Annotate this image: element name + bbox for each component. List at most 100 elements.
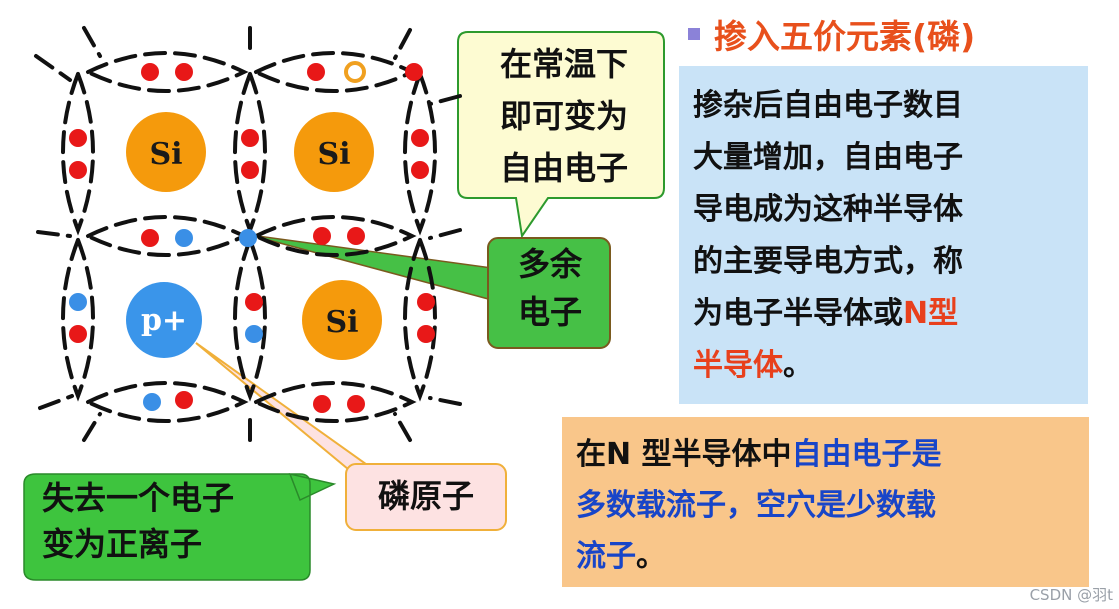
n-type-highlight: N型 — [903, 296, 959, 331]
bond-edge-10 — [393, 412, 412, 442]
info-box-blue: 掺杂后自由电子数目 大量增加，自由电子 导电成为这种半导体 的主要导电方式，称 … — [679, 66, 1088, 404]
electron-free-16 — [69, 293, 87, 311]
electron-18 — [245, 293, 263, 311]
atom-phosphorus-label: p+ — [141, 303, 187, 338]
electron-23 — [175, 391, 193, 409]
electron-14 — [313, 227, 331, 245]
bond-edge-1 — [82, 26, 102, 58]
electron-dots — [69, 61, 435, 413]
info-blue-line-6-suffix: 。 — [783, 348, 813, 383]
electron-15 — [347, 227, 365, 245]
electron-24 — [313, 395, 331, 413]
callout-lose-electron-line-2: 变为正离子 — [42, 525, 203, 563]
bond-edge-5 — [36, 230, 72, 238]
info-blue-line-2: 大量增加，自由电子 — [693, 140, 963, 175]
bond-edge-4 — [428, 94, 462, 106]
info-orange-line-1: 在N 型半导体中自由电子是 — [576, 429, 1079, 480]
callout-phosphorus-atom-line-1: 磷原子 — [377, 477, 474, 515]
info-orange-line-1-b: 自由电子是 — [791, 437, 942, 472]
heading-text: 掺入五价元素(磷) — [714, 17, 976, 56]
callout-extra-electron-pointer — [249, 234, 493, 301]
callout-extra-electron-bubble — [487, 237, 611, 349]
bond-edge-6 — [428, 228, 462, 240]
atom-silicon-top-right — [294, 112, 374, 192]
info-blue-line-5-text: 为电子半导体或 — [693, 296, 903, 331]
atom-silicon-top-left-label: Si — [149, 137, 182, 172]
bond-vertical-4 — [233, 238, 267, 402]
bond-vertical-3 — [61, 238, 95, 402]
electron-free-19 — [245, 325, 263, 343]
bond-edge-3 — [393, 28, 412, 60]
atom-phosphorus — [126, 282, 202, 358]
electron-25 — [347, 395, 365, 413]
semiconductor-highlight: 半导体 — [693, 348, 783, 383]
callout-room-temp: 在常温下 即可变为 自由电子 — [458, 38, 670, 194]
bond-edge-0 — [34, 54, 72, 82]
electron-3 — [344, 61, 366, 83]
bond-edge-11 — [428, 396, 462, 406]
electron-free-22 — [143, 393, 161, 411]
section-heading: 掺入五价元素(磷) — [688, 6, 1108, 62]
callout-room-temp-line-1: 在常温下 — [499, 45, 628, 83]
callout-extra-electron-line-2: 电子 — [517, 293, 582, 331]
electron-21 — [417, 325, 435, 343]
info-orange-line-2: 多数载流子，空穴是少数载 — [576, 480, 1079, 531]
electron-free-13 — [239, 229, 257, 247]
bond-vertical-2 — [403, 72, 437, 236]
info-blue-line-3: 导电成为这种半导体 — [693, 192, 963, 227]
bond-horizontal-1 — [254, 51, 417, 93]
atom-silicon-top-left — [126, 112, 206, 192]
info-orange-line-2-a: 多数载流子，空穴是少数载 — [576, 488, 936, 523]
callout-lose-electron-bubble — [23, 472, 337, 581]
atom-silicon-bottom-right — [302, 280, 382, 360]
callout-extra-electron: 多余 电子 — [490, 240, 610, 336]
callout-room-temp-line-2: 即可变为 — [499, 97, 628, 135]
bond-edge-7 — [38, 394, 74, 410]
info-blue-line-5: 为电子半导体或N型 — [693, 288, 1078, 340]
bond-vertical-1 — [233, 72, 267, 236]
electron-2 — [307, 63, 325, 81]
atom-nuclei: Si Si p+ Si — [126, 112, 382, 360]
callout-room-temp-line-3: 自由电子 — [499, 149, 628, 187]
callout-extra-electron-line-1: 多余 — [517, 245, 582, 283]
bond-horizontal-3 — [254, 215, 417, 257]
electron-10 — [411, 161, 429, 179]
electron-20 — [417, 293, 435, 311]
info-orange-line-1-a: 在N 型半导体中 — [576, 437, 792, 472]
callout-phosphorus-bubble — [345, 463, 507, 531]
electron-1 — [175, 63, 193, 81]
callout-lose-electron-line-1: 失去一个电子 — [42, 479, 235, 517]
info-blue-line-4: 的主要导电方式，称 — [693, 244, 963, 279]
electron-9 — [411, 129, 429, 147]
bond-vertical-5 — [403, 238, 437, 402]
square-bullet-icon — [688, 28, 700, 40]
bond-horizontal-0 — [86, 51, 249, 93]
info-blue-line-6: 半导体。 — [693, 340, 1078, 392]
callout-room-temp-bubble — [457, 31, 665, 239]
info-blue-line-1: 掺杂后自由电子数目 — [693, 88, 963, 123]
callout-phosphorus-atom: 磷原子 — [346, 470, 506, 522]
bond-horizontal-4 — [86, 381, 249, 423]
info-orange-line-3-a: 流子 — [576, 539, 636, 574]
electron-free-12 — [175, 229, 193, 247]
electron-6 — [69, 161, 87, 179]
electron-0 — [141, 63, 159, 81]
info-orange-line-3-b: 。 — [636, 539, 666, 574]
electron-11 — [141, 229, 159, 247]
electron-5 — [69, 129, 87, 147]
info-box-orange: 在N 型半导体中自由电子是 多数载流子，空穴是少数载 流子。 — [562, 417, 1089, 587]
atom-silicon-top-right-label: Si — [317, 137, 350, 172]
callout-lose-electron: 失去一个电子 变为正离子 — [22, 475, 306, 567]
electron-7 — [241, 129, 259, 147]
info-orange-line-3: 流子。 — [576, 531, 1079, 582]
covalent-bond-lines — [34, 26, 462, 442]
atom-silicon-bottom-right-label: Si — [325, 305, 358, 340]
bond-horizontal-5 — [254, 381, 417, 423]
electron-17 — [69, 325, 87, 343]
electron-8 — [241, 161, 259, 179]
bond-edge-8 — [82, 412, 102, 442]
electron-4 — [405, 63, 423, 81]
bond-vertical-0 — [61, 72, 95, 236]
